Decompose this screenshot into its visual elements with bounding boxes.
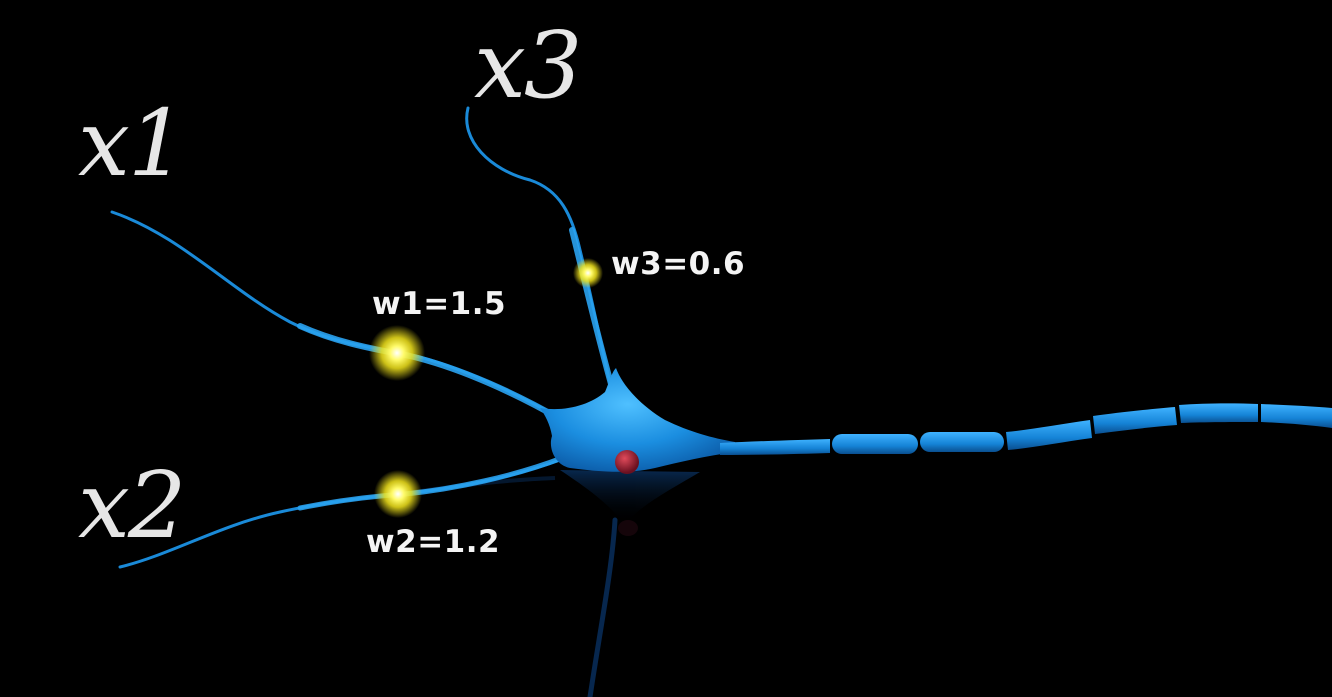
synapse-w3 bbox=[573, 258, 603, 288]
soma bbox=[540, 368, 735, 472]
input-label-x2: x2 bbox=[78, 452, 186, 559]
synapse-w1 bbox=[369, 325, 425, 381]
synapse-w2 bbox=[374, 470, 422, 518]
dendrite-x3 bbox=[465, 106, 614, 394]
weight-label-w3: w3=0.6 bbox=[611, 246, 746, 282]
input-label-x1: x1 bbox=[78, 90, 186, 197]
input-label-x3: x3 bbox=[474, 12, 582, 119]
weight-label-w2: w2=1.2 bbox=[366, 524, 501, 560]
nucleus bbox=[615, 450, 639, 474]
axon bbox=[720, 403, 1332, 455]
weight-label-w1: w1=1.5 bbox=[372, 286, 507, 322]
neuron-reflection bbox=[399, 470, 700, 697]
